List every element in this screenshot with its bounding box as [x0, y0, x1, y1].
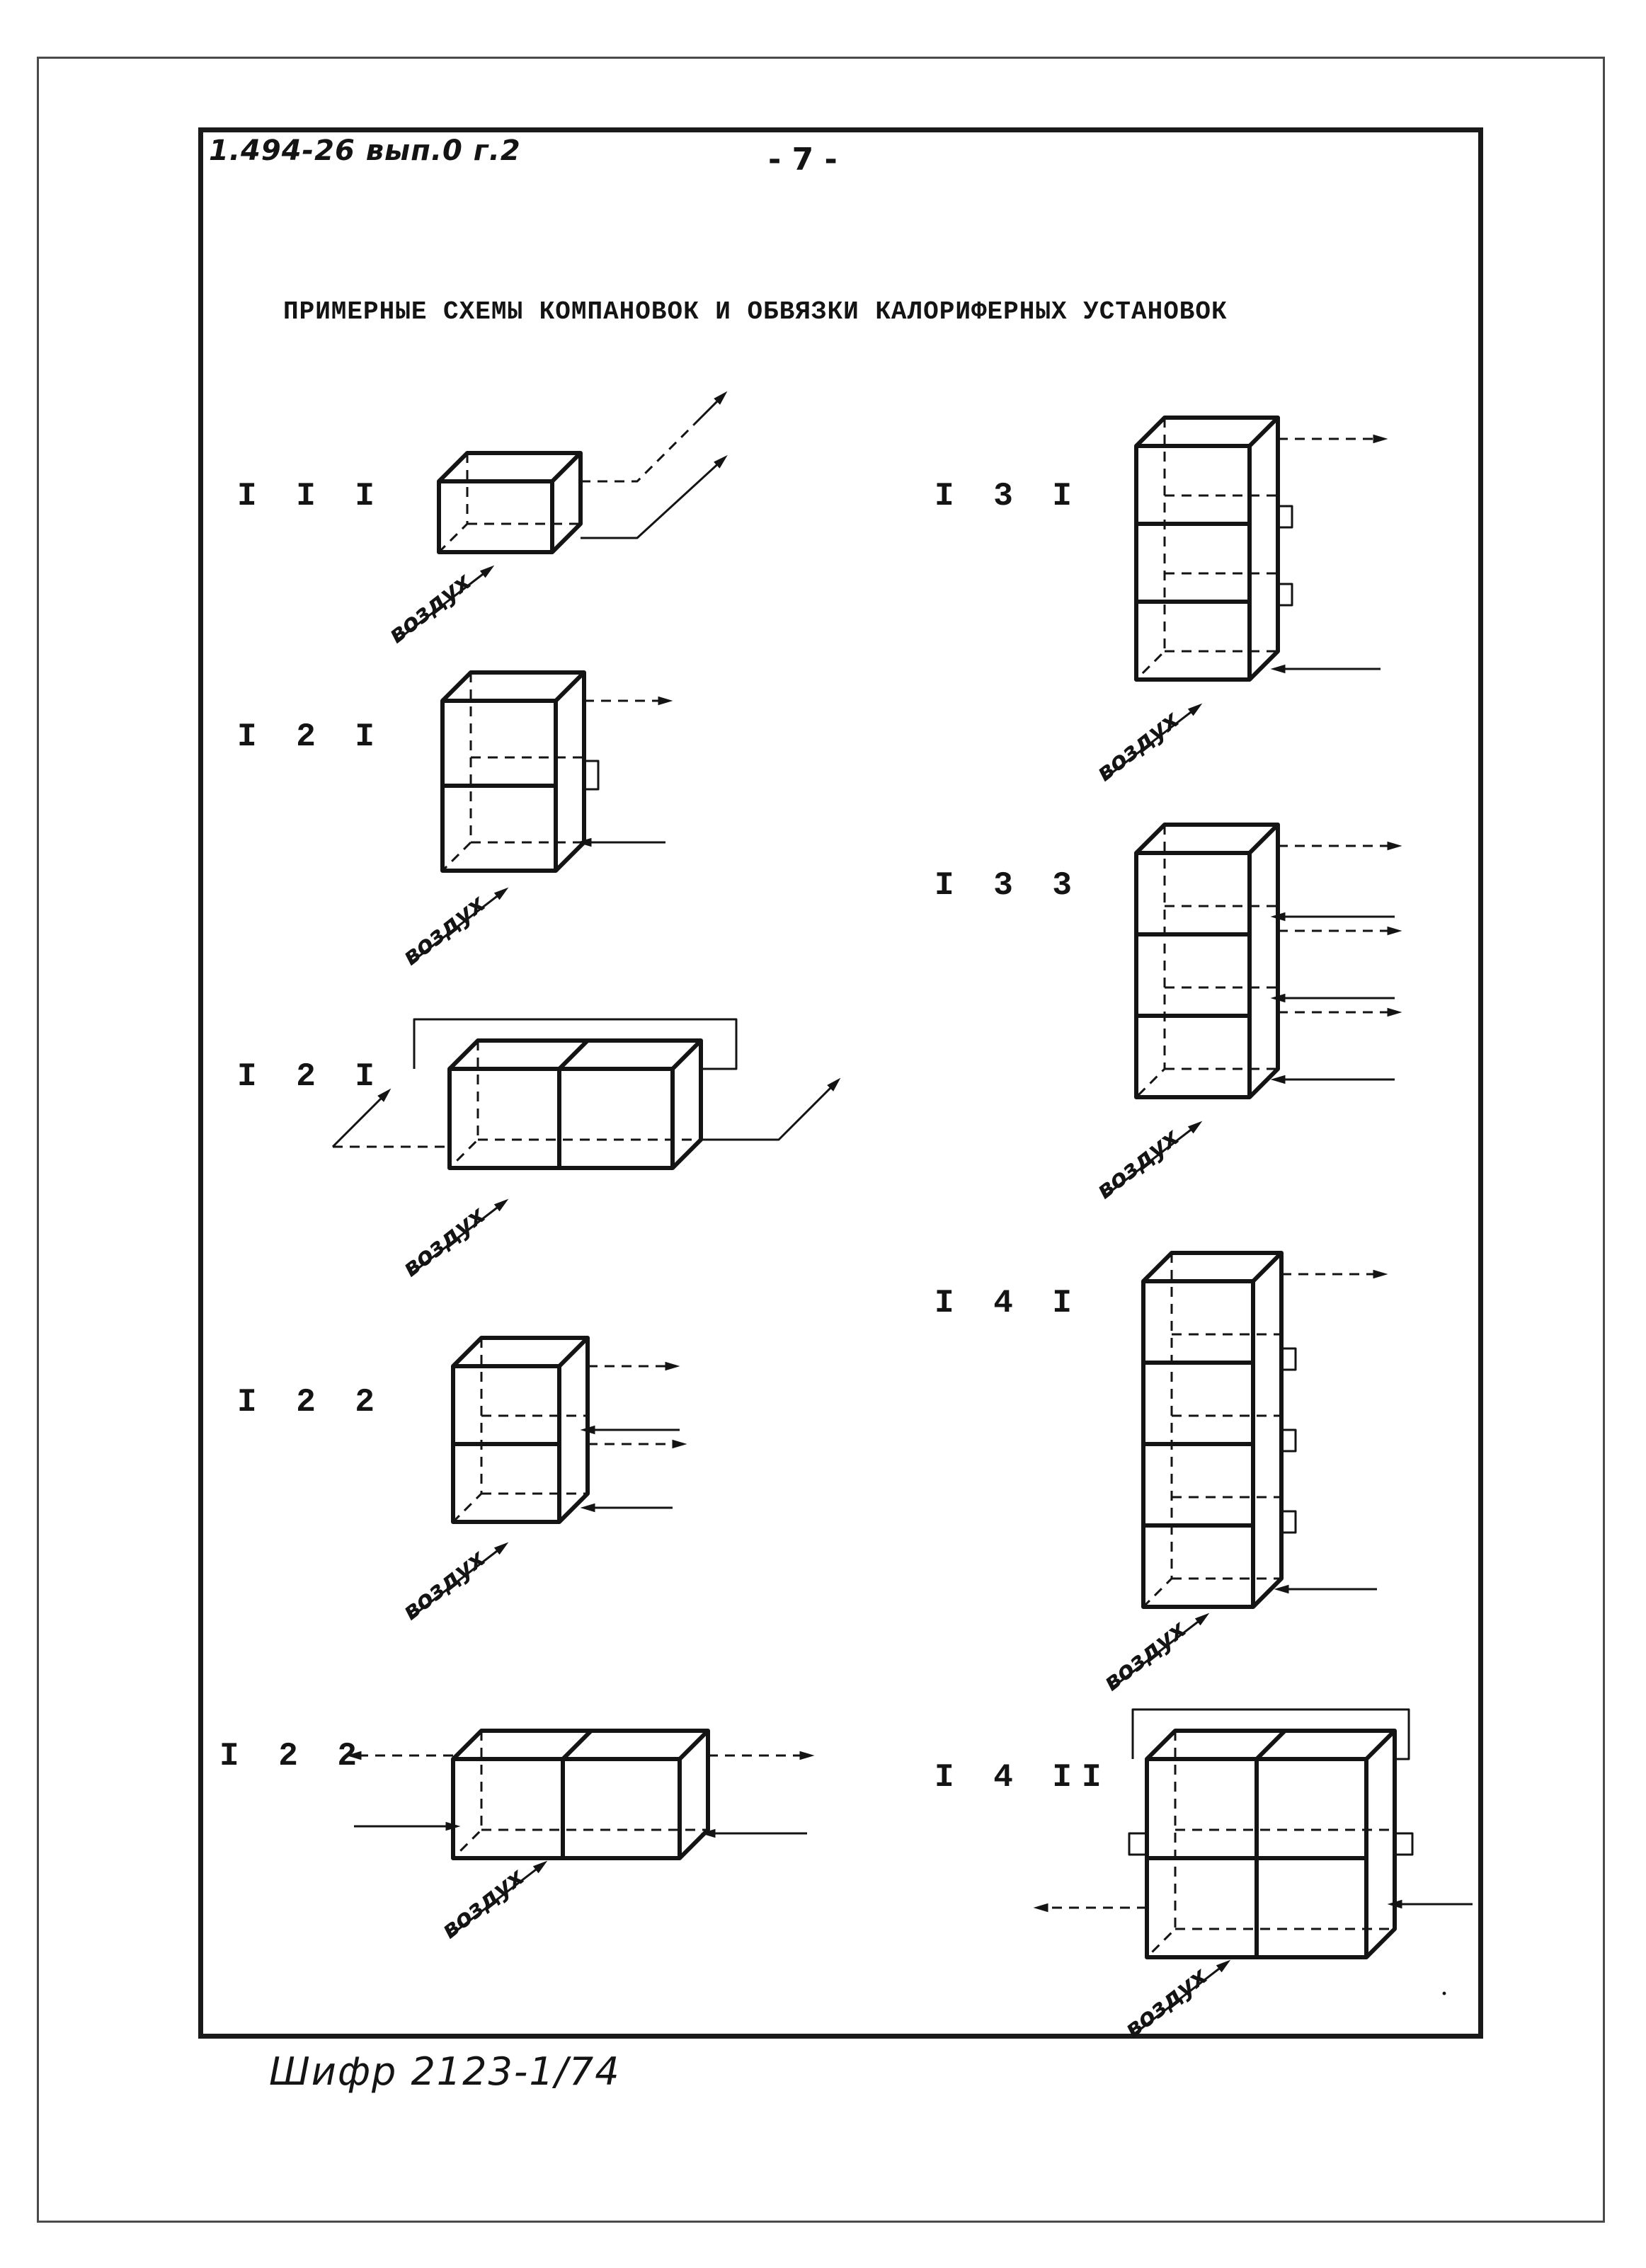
scheme-label-122-horizontal: I 2 2 [219, 1738, 367, 1775]
air-label-131: воздух [1091, 703, 1203, 787]
air-label-122-vertical: воздух [397, 1542, 509, 1626]
svg-text:воздух: воздух [1091, 705, 1185, 787]
air-label-133: воздух [1091, 1121, 1203, 1205]
svg-text:воздух: воздух [397, 889, 491, 971]
svg-text:воздух: воздух [1098, 1615, 1192, 1697]
air-label-111: воздух [383, 565, 495, 649]
cipher-code: Шифр 2123-1/74 [269, 2049, 621, 2094]
scheme-label-14II: I 4 II [935, 1759, 1111, 1796]
corner-mark: · [1441, 1982, 1448, 2005]
document-code: 1.494-26 вып.0 г.2 [209, 134, 521, 167]
scheme-133-unit [1134, 823, 1402, 1099]
air-label-121-vertical: воздух [397, 887, 509, 971]
scheme-121-horizontal-unit [331, 1018, 841, 1170]
svg-text:воздух: воздух [1119, 1961, 1213, 2044]
svg-text:воздух: воздух [397, 1201, 491, 1283]
scheme-122-vertical-unit [451, 1336, 687, 1524]
page-number: - 7 - [768, 142, 838, 178]
air-label-14II: воздух [1119, 1959, 1231, 2044]
scheme-111-unit [437, 391, 728, 554]
air-label-141: воздух [1098, 1613, 1210, 1697]
air-label-122-horizontal: воздух [436, 1860, 548, 1945]
scheme-121-vertical-unit [440, 670, 673, 873]
scheme-label-141: I 4 I [935, 1285, 1082, 1322]
svg-text:воздух: воздух [397, 1544, 491, 1626]
scheme-label-131: I 3 I [935, 478, 1082, 515]
svg-text:воздух: воздух [436, 1862, 530, 1945]
drawing-frame [198, 127, 1483, 2039]
scheme-label-122-vertical: I 2 2 [237, 1384, 385, 1421]
svg-text:воздух: воздух [383, 567, 477, 649]
svg-text:воздух: воздух [1091, 1123, 1185, 1205]
sheet-title: ПРИМЕРНЫЕ СХЕМЫ КОМПАНОВОК И ОБВЯЗКИ КАЛ… [283, 297, 1228, 326]
scheme-label-121-horizontal: I 2 I [237, 1058, 385, 1095]
scheme-label-121-vertical: I 2 I [237, 718, 385, 755]
scheme-141-unit [1141, 1251, 1388, 1609]
outer-sheet-border [37, 57, 1605, 2223]
air-label-121-horizontal: воздух [397, 1198, 509, 1283]
scheme-122-horizontal-unit [346, 1729, 815, 1860]
scheme-14II-unit [1033, 1708, 1473, 1959]
scheme-label-111: I I I [237, 478, 385, 515]
scheme-label-133: I 3 3 [935, 867, 1082, 904]
scheme-131-unit [1134, 416, 1388, 682]
